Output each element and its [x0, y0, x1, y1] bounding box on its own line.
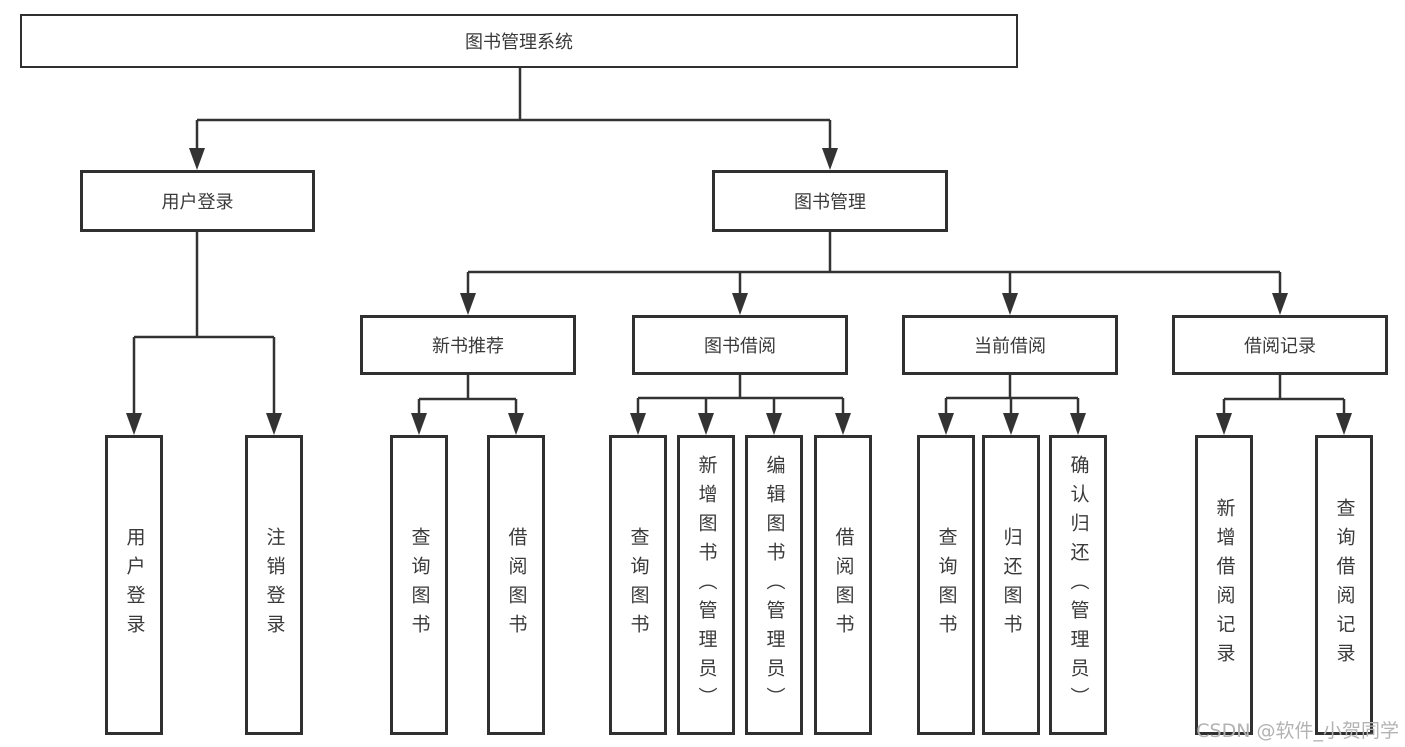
connector-current-borrow-to-leaves [938, 375, 1086, 435]
leaf-edit-books-admin: 编辑图书（管理员） [745, 435, 803, 735]
leaf-user-login: 用户登录 [105, 435, 163, 735]
node-root: 图书管理系统 [20, 14, 1018, 68]
leaf-borrow-books-newbooks-label: 借阅图书 [505, 527, 528, 643]
node-book-mgmt: 图书管理 [712, 170, 948, 232]
leaf-logout-login-label: 注销登录 [263, 527, 286, 643]
node-book-mgmt-label: 图书管理 [794, 192, 866, 213]
leaf-query-books-newbooks-label: 查询图书 [408, 527, 431, 643]
node-borrow-records-label: 借阅记录 [1244, 336, 1316, 357]
node-new-books: 新书推荐 [360, 315, 576, 375]
leaf-return-books-label: 归还图书 [1000, 527, 1023, 643]
connector-user-login-to-leaves [126, 232, 282, 435]
leaf-return-books: 归还图书 [982, 435, 1040, 735]
leaf-query-borrow-record-label: 查询借阅记录 [1333, 498, 1356, 672]
connector-book-borrow-to-leaves [630, 375, 851, 435]
leaf-query-books-newbooks: 查询图书 [390, 435, 448, 735]
connector-borrow-records-to-leaves [1216, 375, 1352, 435]
node-new-books-label: 新书推荐 [432, 336, 504, 357]
node-user-login: 用户登录 [80, 170, 315, 232]
leaf-edit-books-admin-label: 编辑图书（管理员） [763, 454, 786, 716]
node-current-borrow-label: 当前借阅 [974, 336, 1046, 357]
node-borrow-records: 借阅记录 [1172, 315, 1388, 375]
connector-book-mgmt-to-level3 [460, 232, 1288, 315]
leaf-borrow-books-newbooks: 借阅图书 [487, 435, 545, 735]
leaf-user-login-label: 用户登录 [123, 527, 146, 643]
node-book-borrow: 图书借阅 [632, 315, 848, 375]
leaf-borrow-books-borrow: 借阅图书 [814, 435, 872, 735]
node-book-borrow-label: 图书借阅 [704, 336, 776, 357]
connector-root-to-level2 [189, 68, 838, 170]
node-current-borrow: 当前借阅 [902, 315, 1118, 375]
leaf-add-borrow-record: 新增借阅记录 [1195, 435, 1253, 735]
leaf-query-books-current-label: 查询图书 [935, 527, 958, 643]
csdn-watermark: CSDN @软件_小贺同学 [1196, 720, 1399, 742]
leaf-borrow-books-borrow-label: 借阅图书 [832, 527, 855, 643]
leaf-query-books-borrow: 查询图书 [609, 435, 667, 735]
leaf-query-books-current: 查询图书 [917, 435, 975, 735]
node-root-label: 图书管理系统 [465, 32, 573, 53]
leaf-query-borrow-record: 查询借阅记录 [1315, 435, 1373, 735]
leaf-logout-login: 注销登录 [245, 435, 303, 735]
leaf-add-borrow-record-label: 新增借阅记录 [1213, 498, 1236, 672]
connector-new-books-to-leaves [411, 375, 524, 435]
leaf-confirm-return-admin: 确认归还（管理员） [1049, 435, 1107, 735]
node-user-login-label: 用户登录 [161, 192, 234, 213]
leaf-add-books-admin-label: 新增图书（管理员） [695, 454, 718, 716]
leaf-query-books-borrow-label: 查询图书 [627, 527, 650, 643]
leaf-confirm-return-admin-label: 确认归还（管理员） [1067, 454, 1090, 716]
leaf-add-books-admin: 新增图书（管理员） [677, 435, 735, 735]
